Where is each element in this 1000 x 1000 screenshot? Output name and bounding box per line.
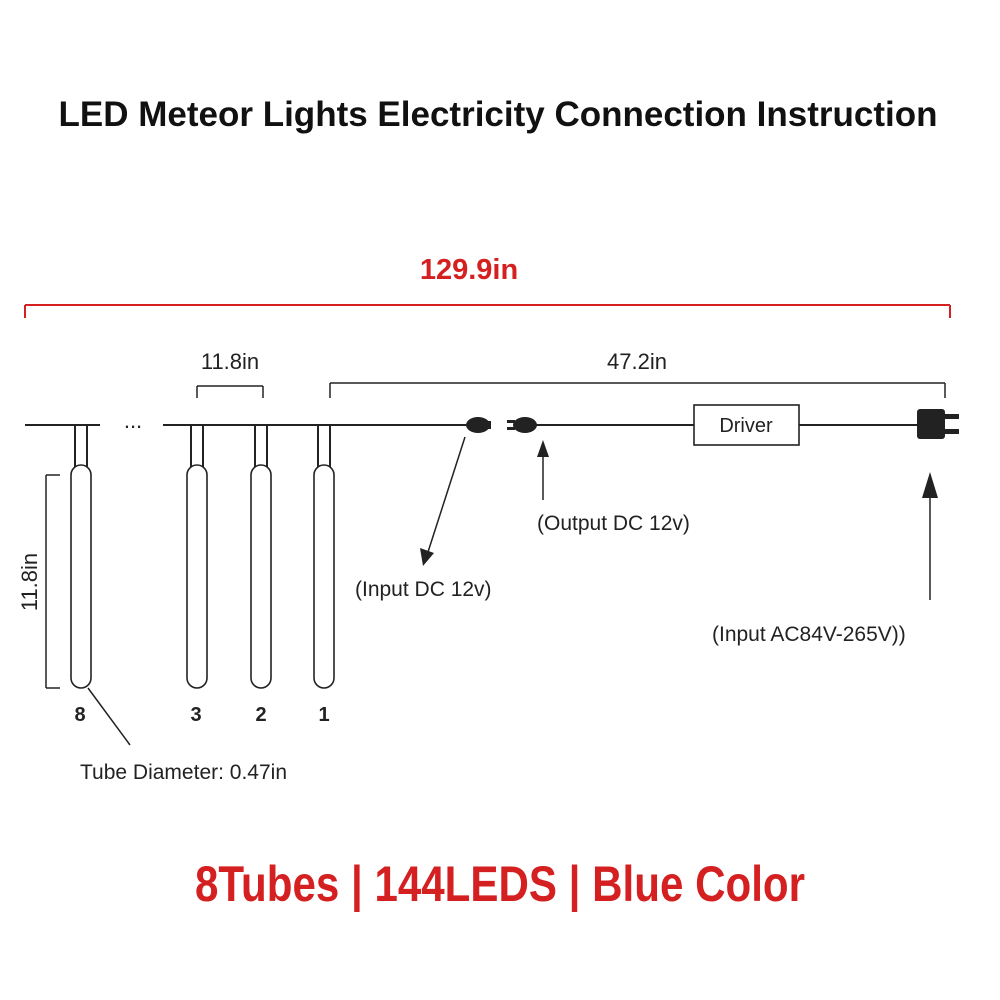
tube-1 xyxy=(313,425,335,689)
total-length-bracket xyxy=(24,304,951,318)
tube-number-8: 8 xyxy=(74,704,85,726)
driver-box xyxy=(693,404,800,446)
tube-8 xyxy=(70,425,92,689)
input-dc-arrow xyxy=(420,436,466,566)
ac-plug-icon xyxy=(917,409,959,439)
tube-spacing-bracket xyxy=(196,385,264,398)
tube-diameter-pointer xyxy=(87,687,131,746)
output-dc-arrow xyxy=(537,440,549,500)
tube-diameter-label: Tube Diameter: 0.47in xyxy=(80,761,287,784)
total-length-label: 129.9in xyxy=(420,254,518,286)
page-title: LED Meteor Lights Electricity Connection… xyxy=(59,95,938,134)
lead-length-label: 47.2in xyxy=(607,349,667,374)
tube-height-bracket xyxy=(45,474,60,689)
wire-ellipsis: ... xyxy=(124,408,142,433)
tube-3 xyxy=(186,425,208,689)
input-dc-connector-icon xyxy=(466,417,491,433)
output-dc-connector-icon xyxy=(507,417,537,433)
tube-height-label: 11.8in xyxy=(17,553,42,611)
input-dc-label: (Input DC 12v) xyxy=(355,578,492,601)
tube-2 xyxy=(250,425,272,689)
tube-number-2: 2 xyxy=(255,704,266,726)
tube-spacing-label: 11.8in xyxy=(201,349,259,374)
driver-label: Driver xyxy=(719,415,773,437)
tube-number-1: 1 xyxy=(318,704,329,726)
lead-length-bracket xyxy=(329,382,946,398)
tube-number-3: 3 xyxy=(190,704,201,726)
input-ac-label: (Input AC84V-265V)) xyxy=(712,623,906,646)
input-ac-arrow xyxy=(922,472,938,600)
product-summary: 8Tubes | 144LEDS | Blue Color xyxy=(195,856,805,913)
output-dc-label: (Output DC 12v) xyxy=(537,512,690,535)
